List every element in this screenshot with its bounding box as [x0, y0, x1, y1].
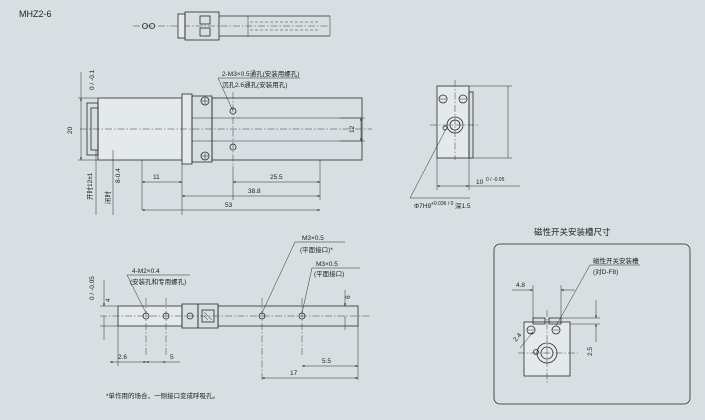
sensor-slot-callout-sub: (对D-F8)	[593, 267, 618, 276]
footnote: *单作用的场合，一侧接口变成呼吸孔。	[106, 391, 219, 400]
pin-hole-tol: +0.036 / 0	[431, 201, 454, 207]
dim-closed: 8-0.4	[115, 168, 122, 183]
model-title: MHZ2-6	[19, 9, 52, 19]
dim-11: 11	[153, 174, 160, 181]
dim-12: 12	[349, 125, 356, 133]
callout-m5: M3×0.5	[316, 261, 338, 268]
dim-closed-label: 闭时	[103, 191, 112, 205]
dim-38-8: 38.8	[248, 188, 261, 195]
dim-4: 4	[105, 298, 112, 302]
dim-4-tol: 0 / -0.05	[89, 276, 96, 300]
dim-25-5: 25.5	[270, 174, 283, 181]
sensor-slot-callout: 磁性开关安装槽	[593, 256, 639, 265]
sensor-slot-heading: 磁性开关安装槽尺寸	[534, 227, 611, 237]
dim-2-5: 2.5	[587, 347, 594, 356]
callout-m3: M3×0.5	[302, 235, 324, 242]
hole-callout-line1: 2-M3×0.5通孔(安装用螺孔)	[222, 69, 299, 78]
top-view: 2-M3×0.5通孔(安装用螺孔) 沉孔2.6通孔(安装用孔) 0 / -0.1…	[67, 69, 372, 215]
dim-4-8: 4.8	[516, 282, 525, 289]
dim-6: 6	[345, 295, 352, 299]
dim-height: 20	[67, 126, 74, 134]
callout-4m2: 4-M2×0.4	[132, 268, 160, 275]
pin-hole: Φ7H9	[414, 203, 431, 210]
dim-10: 10	[476, 179, 484, 186]
callout-m5-sub: (平面接口)	[314, 269, 344, 278]
dim-open: 开时12±1	[85, 172, 94, 200]
sensor-slot-detail: 磁性开关安装槽尺寸 磁性开关安装槽 (对D-F8) 4.8 2.4 2.5	[493, 227, 691, 405]
dim-53: 53	[225, 202, 233, 209]
callout-4m2-sub: (安装孔和专用螺孔)	[130, 277, 186, 286]
hole-callout-line2: 沉孔2.6通孔(安装用孔)	[222, 80, 287, 89]
dim-height-tol: 0 / -0.1	[89, 69, 96, 90]
dim-5: 5	[170, 354, 174, 361]
mini-overview-view	[133, 11, 331, 41]
dim-2-4: 2.4	[512, 332, 523, 344]
dim-17: 17	[290, 370, 298, 377]
dim-10-tol: 0 / -0.05	[486, 177, 505, 183]
dim-5-5: 5.5	[322, 358, 331, 365]
side-view: 4-M2×0.4 (安装孔和专用螺孔) M3×0.5 (平面接口)* M3×0.…	[89, 235, 370, 400]
end-view: 10 0 / -0.05 Φ7H9 +0.036 / 0 深1.5	[409, 80, 520, 210]
callout-m3-sub: (平面接口)*	[300, 245, 333, 254]
pin-hole-depth: 深1.5	[455, 201, 471, 210]
sensor-slot-frame	[493, 243, 691, 405]
dim-2-6: 2.6	[118, 354, 127, 361]
